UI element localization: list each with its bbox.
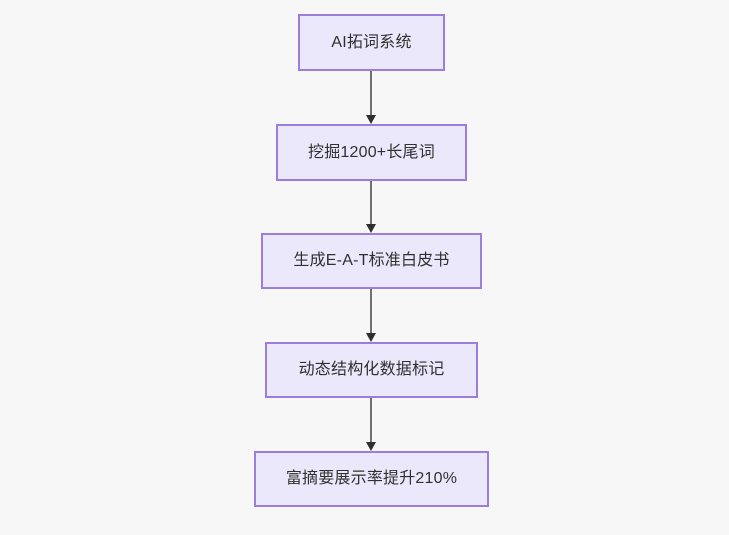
arrow-down-icon [366,224,376,233]
flow-edge-n1-to-n2 [354,71,388,124]
flow-node-generate-eat-whitepaper[interactable]: 生成E-A-T标准白皮书 [261,233,482,289]
edge-line [370,181,372,225]
flow-node-label: 动态结构化数据标记 [298,361,445,379]
flow-node-dynamic-structured-data-markup[interactable]: 动态结构化数据标记 [265,342,478,398]
arrow-down-icon [366,115,376,124]
flow-edge-n3-to-n4 [354,289,388,342]
flow-node-ai-keyword-system[interactable]: AI拓词系统 [298,14,445,71]
flow-edge-n4-to-n5 [354,398,388,451]
arrow-down-icon [366,442,376,451]
edge-line [370,398,372,443]
edge-line [370,71,372,116]
edge-line [370,289,372,334]
flow-node-label: 生成E-A-T标准白皮书 [293,252,450,270]
flow-node-mine-longtail-keywords[interactable]: 挖掘1200+长尾词 [276,124,467,181]
arrow-down-icon [366,333,376,342]
flow-edge-n2-to-n3 [354,181,388,233]
flow-node-label: AI拓词系统 [331,33,412,51]
flow-node-label: 富摘要展示率提升210% [285,470,458,488]
flow-node-label: 挖掘1200+长尾词 [308,143,435,161]
flow-node-rich-snippet-impression-uplift[interactable]: 富摘要展示率提升210% [254,451,489,507]
